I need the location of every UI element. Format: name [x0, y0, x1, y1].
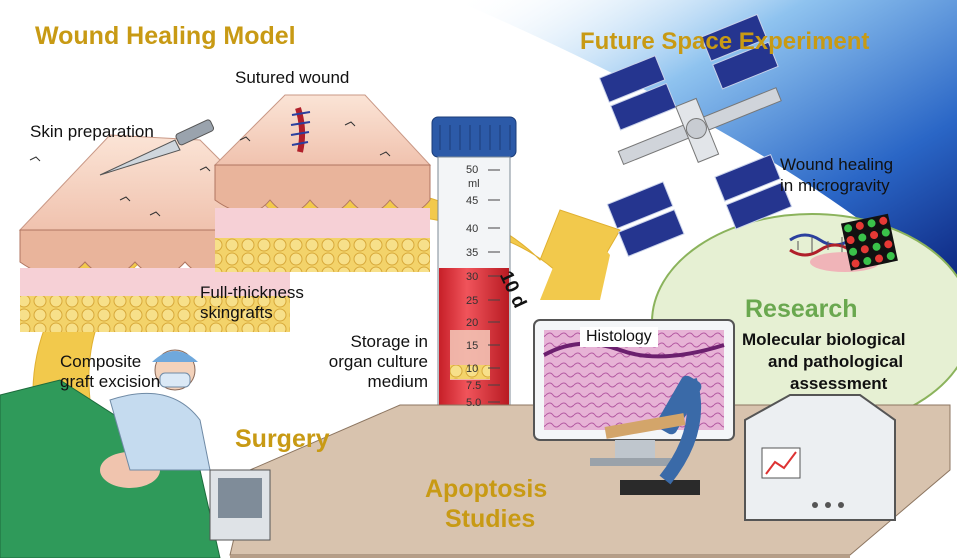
microarray-spot — [855, 221, 864, 230]
label-molecular-3: assessment — [790, 374, 888, 393]
tube-graduation-label: 25 — [466, 295, 479, 307]
label-histology: Histology — [580, 327, 658, 347]
label-full-thickness: Full-thickness — [200, 283, 304, 302]
label-molecular-2: and pathological — [768, 352, 904, 371]
microarray-spot — [881, 228, 890, 237]
label-in-microgravity: in microgravity — [780, 176, 890, 195]
label-storage-1: Storage in — [350, 332, 429, 351]
microarray-spot — [860, 245, 869, 254]
dna-icon — [789, 233, 851, 257]
label-molecular-1: Molecular biological — [742, 330, 906, 349]
tube-graduation-label: 10 — [466, 363, 479, 375]
microarray-spot — [844, 224, 853, 233]
microarray-spot — [872, 242, 881, 251]
label-storage-3: medium — [367, 372, 428, 391]
arrow-to-space — [540, 225, 610, 300]
label-wound-healing: Wound healing — [780, 155, 894, 174]
scalpel-icon — [99, 119, 215, 176]
microarray-spot — [863, 257, 872, 266]
tube-graduation-label: 35 — [466, 247, 479, 259]
label-skin-preparation: Skin preparation — [30, 122, 154, 141]
skin-block-sutured — [213, 94, 432, 272]
label-composite: Composite — [60, 352, 142, 371]
tube-graduation-label: 50 — [466, 164, 479, 176]
title-studies: Studies — [445, 505, 536, 533]
microarray-spot — [886, 252, 895, 261]
label-storage-2: organ culture — [328, 352, 428, 371]
label-graft-excision: graft excision — [60, 372, 161, 391]
tube-graduation-label: 5.0 — [466, 397, 482, 409]
label-skingrafts: skingrafts — [200, 303, 273, 322]
tube-unit-ml: ml — [468, 178, 480, 190]
tube-graduation-label: 40 — [466, 223, 479, 235]
microarray-spot — [875, 254, 884, 263]
title-wound-healing-model: Wound Healing Model — [35, 22, 296, 50]
pcr-machine-icon — [744, 394, 896, 521]
tube-graduation-label: 45 — [466, 195, 479, 207]
microarray-spot — [858, 233, 867, 242]
space-background — [455, 0, 957, 300]
microarray-spot — [849, 247, 858, 256]
title-research: Research — [745, 295, 858, 323]
tube-graduation-label: 15 — [466, 340, 479, 352]
tube-graduation-label: 7.5 — [466, 380, 482, 392]
microarray-spot — [879, 216, 888, 225]
title-apoptosis: Apoptosis — [425, 475, 548, 503]
microarray-spot — [867, 219, 876, 228]
label-sutured-wound: Sutured wound — [235, 68, 350, 87]
title-surgery: Surgery — [235, 425, 330, 453]
tube-graduation-label: 30 — [466, 271, 479, 283]
surgeon-icon — [0, 349, 221, 558]
microarray-spot — [884, 240, 893, 249]
microarray-spot — [846, 236, 855, 245]
microarray-spot — [851, 259, 860, 268]
microarray-icon — [840, 213, 898, 271]
monitor-bottom-icon — [209, 469, 271, 541]
tube-graduation-label: 20 — [466, 317, 479, 329]
space-station-icon — [598, 13, 793, 257]
microscope-icon — [604, 375, 702, 495]
title-future-space-experiment: Future Space Experiment — [580, 28, 870, 55]
microarray-spot — [870, 231, 879, 240]
